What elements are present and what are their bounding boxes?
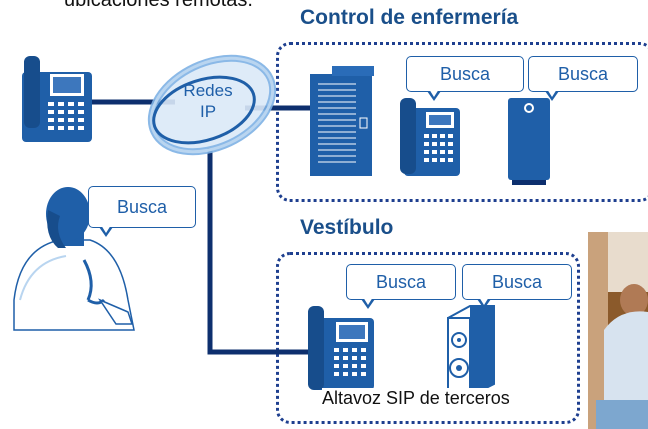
ip-network-label-line1: Redes bbox=[183, 81, 233, 100]
desk-phone-lobby-icon bbox=[308, 306, 374, 390]
nursing-station-title: Control de enfermería bbox=[300, 6, 519, 29]
speech-bubble-doctor-label: Busca bbox=[116, 196, 168, 217]
speech-bubble-lobby-phone-label: Busca bbox=[375, 271, 427, 292]
doctor-icon bbox=[13, 187, 135, 331]
sip-speaker-icon bbox=[447, 305, 495, 397]
speech-bubble-lobby-phone: Busca bbox=[346, 264, 456, 309]
lobby-zone bbox=[276, 252, 580, 424]
sip-speaker-caption: Altavoz SIP de terceros bbox=[322, 388, 510, 409]
lobby-photo bbox=[588, 232, 648, 429]
speech-bubble-lobby-speaker: Busca bbox=[462, 264, 572, 309]
speech-bubble-lobby-speaker-label: Busca bbox=[491, 271, 543, 292]
ip-network-label-line2: IP bbox=[199, 102, 217, 121]
intro-text: ubicaciones remotas. bbox=[64, 0, 253, 11]
nursing-station-zone bbox=[276, 42, 648, 202]
ip-network-cloud-icon bbox=[147, 54, 277, 156]
door-phone-icon bbox=[508, 98, 550, 185]
desk-phone-remote-icon bbox=[22, 56, 92, 142]
pbx-server-icon bbox=[310, 66, 374, 176]
lobby-title: Vestíbulo bbox=[300, 216, 394, 239]
speech-bubble-nursing-phone-label: Busca bbox=[439, 63, 491, 84]
desk-phone-nursing-icon bbox=[400, 98, 460, 176]
ip-network-label: Redes IP bbox=[176, 80, 240, 122]
speech-bubble-doctor: Busca bbox=[88, 186, 196, 237]
speech-bubble-door-phone-label: Busca bbox=[557, 63, 609, 84]
speech-bubble-nursing-phone: Busca bbox=[406, 56, 524, 101]
speech-bubble-door-phone: Busca bbox=[528, 56, 638, 101]
